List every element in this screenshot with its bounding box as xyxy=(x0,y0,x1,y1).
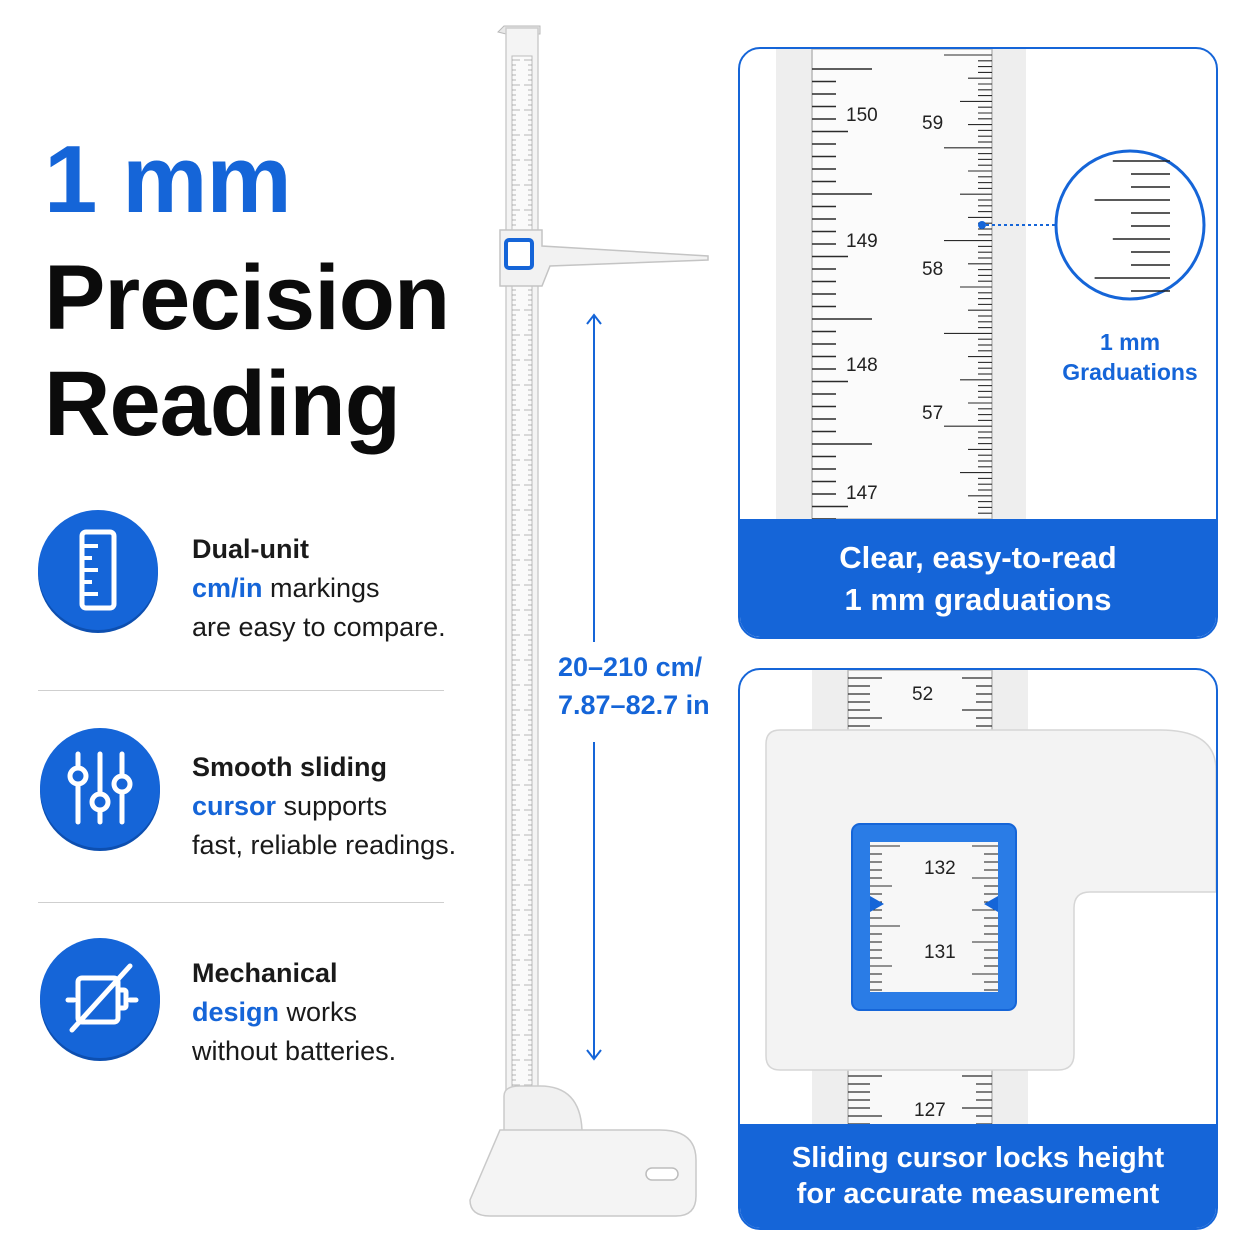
feature-title: Smooth sliding xyxy=(192,752,387,782)
headline-line-1: 1 mm xyxy=(44,126,292,233)
feature-highlight: cursor xyxy=(192,791,277,821)
feature-mechanical: Mechanical design works without batterie… xyxy=(192,954,396,1071)
feature-title: Mechanical xyxy=(192,958,338,988)
range-in: 7.87–82.7 in xyxy=(558,690,710,720)
feature-text: without batteries. xyxy=(192,1036,397,1066)
cm-label: 147 xyxy=(846,483,878,504)
feature-text: works xyxy=(279,997,358,1027)
cm-label: 149 xyxy=(846,231,878,252)
caption-line: Clear, easy-to-read xyxy=(839,540,1117,575)
zoom-label-1: 1 mm xyxy=(1099,329,1161,355)
zoom-label-2: Graduations xyxy=(1062,359,1198,385)
feature-text: fast, reliable readings. xyxy=(192,830,457,860)
cm-label: 150 xyxy=(846,105,878,126)
feature-highlight: cm/in xyxy=(192,573,263,603)
top-panel-caption: Clear, easy-to-read 1 mm graduations xyxy=(740,519,1216,637)
top-panel: 150 149 148 147 59 58 57 1 mm Graduation… xyxy=(738,47,1218,639)
caption-line: 1 mm graduations xyxy=(844,582,1112,617)
sliders-icon xyxy=(40,728,160,848)
feature-dual-unit: Dual-unit cm/in markings are easy to com… xyxy=(192,530,446,647)
window-label: 132 xyxy=(924,858,956,879)
headline-line-3: Reading xyxy=(44,353,401,455)
bottom-panel: 52 127 132 131 Sliding cursor locks heig… xyxy=(738,668,1218,1230)
feature-highlight: design xyxy=(192,997,280,1027)
window-label: 131 xyxy=(924,942,956,963)
range-arrow xyxy=(586,313,602,1061)
feature-text: markings xyxy=(262,573,380,603)
ruler-icon xyxy=(38,510,158,630)
divider xyxy=(38,902,444,903)
caption-line: for accurate measurement xyxy=(796,1178,1160,1210)
feature-text: supports xyxy=(276,791,388,821)
in-label: 59 xyxy=(922,113,943,134)
cm-label: 148 xyxy=(846,355,878,376)
caption-line: Sliding cursor locks height xyxy=(791,1142,1165,1174)
in-label: 57 xyxy=(922,403,943,424)
ruler-label: 52 xyxy=(912,684,933,705)
ruler-closeup: 150 149 148 147 59 58 57 xyxy=(776,49,1206,519)
ruler-label: 127 xyxy=(914,1100,946,1121)
divider xyxy=(38,690,444,691)
bottom-panel-caption: Sliding cursor locks height for accurate… xyxy=(740,1124,1216,1228)
no-battery-icon xyxy=(40,938,160,1058)
feature-smooth-sliding: Smooth sliding cursor supports fast, rel… xyxy=(192,748,456,865)
range-cm: 20–210 cm/ xyxy=(558,652,703,682)
feature-text: are easy to compare. xyxy=(192,612,446,642)
stadiometer-illustration xyxy=(469,25,709,1217)
cursor-closeup: 52 127 132 131 xyxy=(765,670,1216,1130)
feature-title: Dual-unit xyxy=(192,534,309,564)
headline-line-2: Precision xyxy=(44,247,450,349)
pole-graduations xyxy=(512,59,532,1091)
in-label: 58 xyxy=(922,259,943,280)
